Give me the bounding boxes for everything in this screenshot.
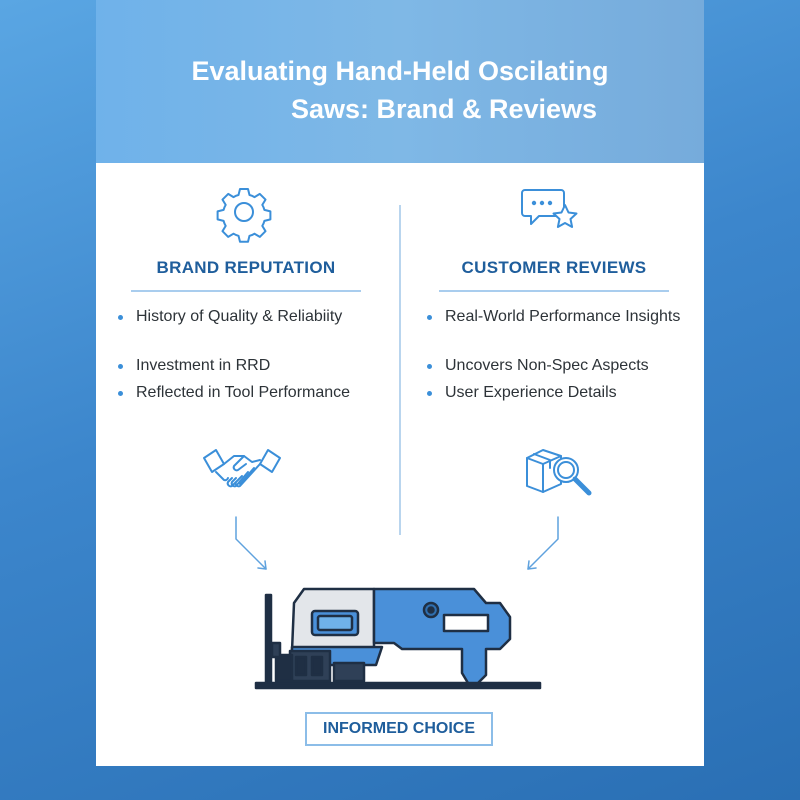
list-item: Uncovers Non-Spec Aspects	[425, 357, 649, 375]
left-arrow-connector	[235, 516, 267, 570]
list-item: Real-World Performance Insights	[425, 308, 680, 326]
title-line-2: Saws: Brand & Reviews	[290, 94, 598, 124]
header-banner: Evaluating Hand-Held Oscilating Saws: Br…	[96, 0, 704, 163]
customer-reviews-heading: CUSTOMER REVIEWS	[461, 258, 647, 277]
list-item: History of Quality & Reliabiity	[116, 308, 342, 326]
title-line-1: Evaluating Hand-Held Oscilating	[191, 56, 609, 86]
informed-choice-label: INFORMED CHOICE	[305, 712, 493, 746]
list-item: Investment in RRD	[116, 357, 270, 375]
right-arrow-connector	[527, 516, 559, 570]
brand-reputation-heading: BRAND REPUTATION	[156, 258, 336, 277]
oscillating-saw-icon	[254, 587, 542, 690]
infographic-card: Evaluating Hand-Held Oscilating Saws: Br…	[96, 0, 704, 766]
customer-reviews-rule	[439, 290, 669, 292]
list-item: User Experience Details	[425, 384, 617, 402]
column-divider	[399, 205, 401, 535]
brand-reputation-rule	[131, 290, 361, 292]
page-title: Evaluating Hand-Held Oscilating Saws: Br…	[96, 52, 704, 128]
chat-star-icon	[521, 189, 578, 228]
list-item: Reflected in Tool Performance	[116, 384, 350, 402]
handshake-icon	[203, 449, 281, 488]
box-magnifier-icon	[526, 449, 592, 496]
gear-icon	[216, 188, 272, 243]
